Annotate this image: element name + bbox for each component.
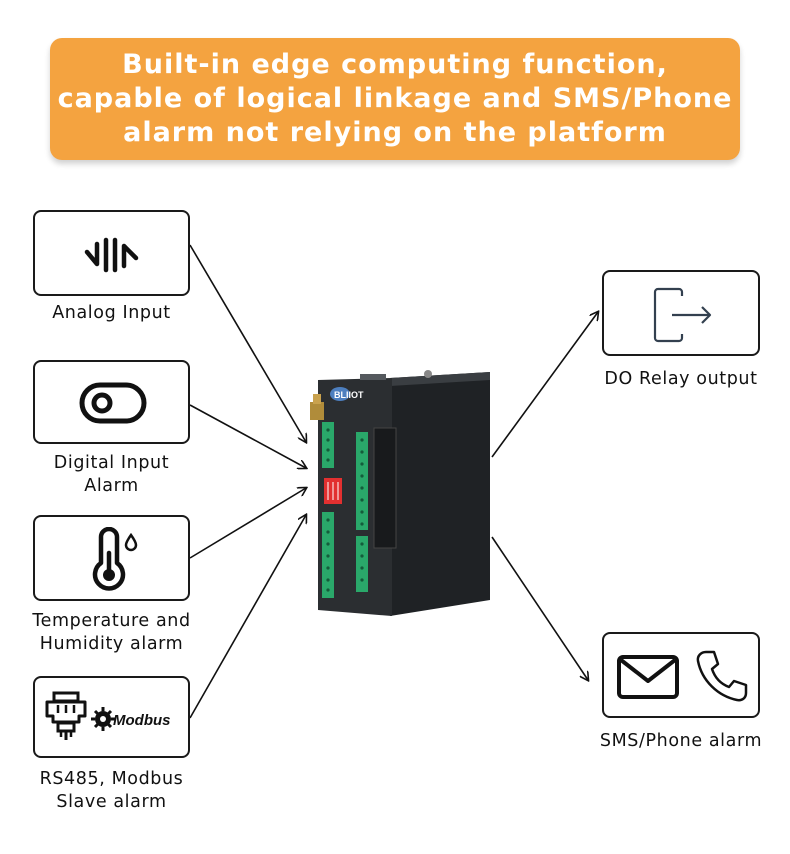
headline-banner: Built-in edge computing function, capabl…: [50, 38, 740, 160]
analog-input-label: Analog Input: [52, 303, 171, 323]
analog-wave-icon: [84, 237, 139, 273]
temperature-box: [33, 515, 190, 601]
modbus-logo-text: Modbus: [113, 712, 171, 729]
rs485-connector-icon: [45, 691, 87, 740]
temperature-label: Temperature and Humidity alarm: [32, 611, 191, 654]
exit-arrow-icon: [653, 287, 712, 343]
arrow-relay: [491, 312, 598, 458]
device-brand: BLIIOT: [334, 390, 364, 400]
rs485-label: RS485, Modbus Slave alarm: [39, 769, 184, 812]
sms-phone-label: SMS/Phone alarm: [599, 731, 763, 751]
sms-phone-box: [602, 632, 760, 718]
digital-input-box: [33, 360, 190, 444]
arrow-temperature: [189, 488, 306, 559]
relay-output-box: [602, 270, 760, 356]
analog-input-box: [33, 210, 190, 296]
arrow-analog: [189, 244, 306, 442]
rs485-box: Modbus: [33, 676, 190, 758]
thermometer-icon: [92, 527, 138, 591]
phone-icon: [696, 650, 748, 702]
toggle-switch-icon: [79, 382, 147, 424]
banner-line-1: Built-in edge computing function,: [122, 49, 668, 80]
banner-line-3: alarm not relying on the platform: [123, 117, 667, 148]
arrow-rs485: [189, 515, 306, 719]
banner-line-2: capable of logical linkage and SMS/Phone: [57, 83, 733, 114]
iot-gateway-device: BLIIOT: [310, 370, 490, 616]
relay-output-label: DO Relay output: [604, 369, 758, 389]
arrow-digital: [189, 404, 306, 468]
modbus-logo: Modbus: [91, 707, 171, 731]
modbus-gear-icon: [91, 707, 115, 731]
arrow-sms: [491, 536, 588, 680]
envelope-icon: [617, 655, 679, 699]
digital-input-label: Digital Input Alarm: [53, 453, 170, 496]
